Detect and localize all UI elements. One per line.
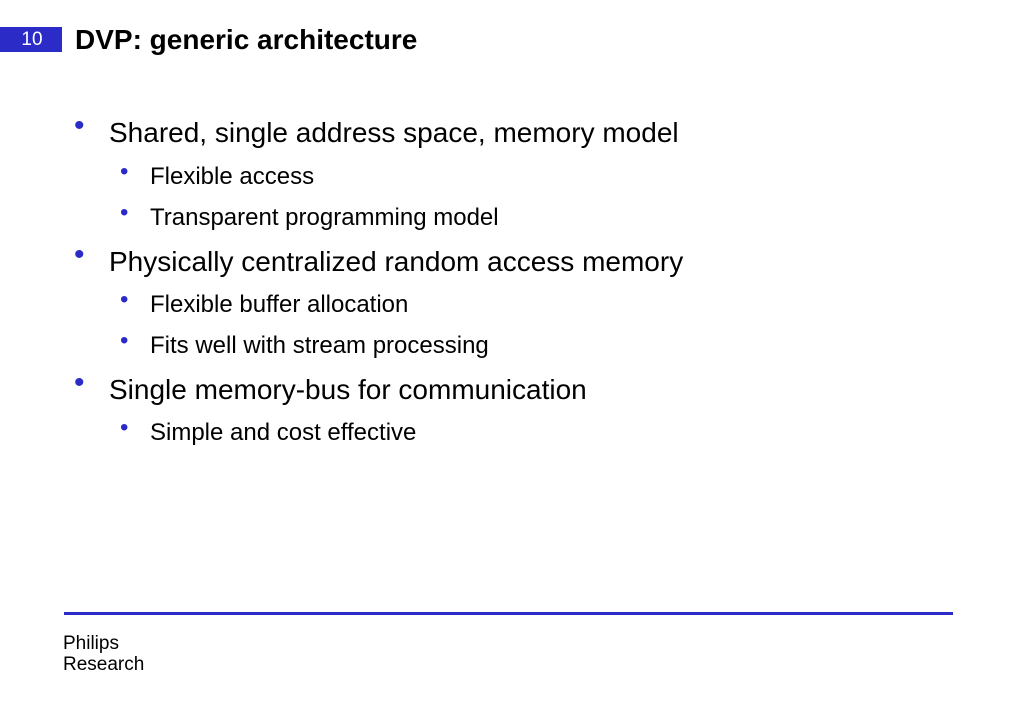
footer-divider	[64, 612, 953, 615]
logo-line-company: Philips	[63, 633, 119, 654]
philips-research-logo: Philips Research	[63, 633, 144, 675]
bullet-text: Transparent programming model	[150, 204, 499, 231]
bullet-text: Simple and cost effective	[150, 419, 417, 446]
slide-number: 10	[21, 29, 43, 50]
bullet-dot-icon: •	[120, 327, 129, 354]
bullet-dot-icon: •	[74, 109, 85, 142]
bullet-dot-icon: •	[120, 414, 129, 441]
bullet-dot-icon: •	[120, 286, 129, 313]
bullet-dot-icon: •	[120, 158, 129, 185]
bullet-text: Flexible buffer allocation	[150, 291, 409, 318]
slide-title: DVP: generic architecture	[75, 24, 418, 55]
logo-line-division: Research	[63, 654, 145, 675]
bullet-dot-icon: •	[120, 199, 129, 226]
slide-number-badge: 10	[0, 27, 62, 52]
bullet-text: Flexible access	[150, 163, 315, 190]
bullet-text: Single memory-bus for communication	[109, 374, 587, 405]
bullet-dot-icon: •	[74, 238, 85, 271]
bullet-text: Fits well with stream processing	[150, 332, 489, 359]
bullet-text: Physically centralized random access mem…	[109, 246, 684, 277]
bullet-text: Shared, single address space, memory mod…	[109, 117, 679, 148]
bullet-dot-icon: •	[74, 366, 85, 399]
